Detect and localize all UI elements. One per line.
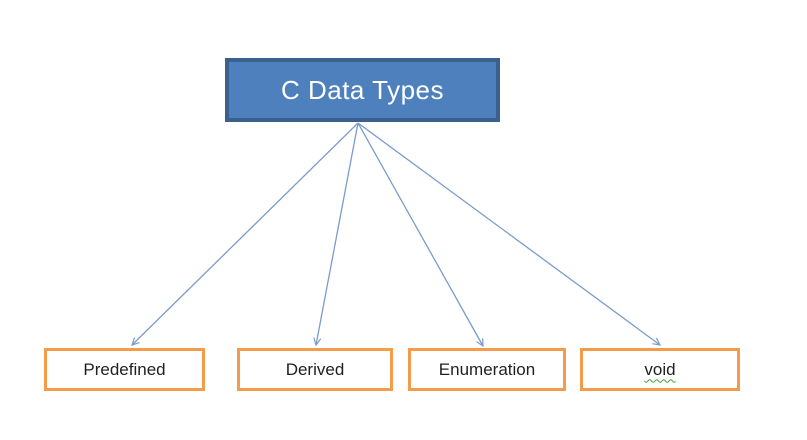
connector-arrow-void: [357, 122, 662, 346]
connector-arrow-predefined: [131, 122, 359, 346]
child-node-derived: Derived: [237, 348, 393, 391]
connector-arrow-derived: [313, 122, 359, 347]
child-node-label: Predefined: [83, 359, 166, 379]
connector-arrow-enumeration: [357, 122, 484, 348]
child-node-label: Derived: [285, 359, 345, 379]
child-node-label: Enumeration: [438, 359, 536, 379]
root-node-label: C Data Types: [280, 74, 445, 105]
child-node-enumeration: Enumeration: [408, 348, 566, 391]
root-node-c-data-types: C Data Types: [225, 58, 500, 122]
child-node-predefined: Predefined: [44, 348, 205, 391]
child-node-void: void: [580, 348, 740, 391]
child-node-label: void: [644, 359, 676, 379]
